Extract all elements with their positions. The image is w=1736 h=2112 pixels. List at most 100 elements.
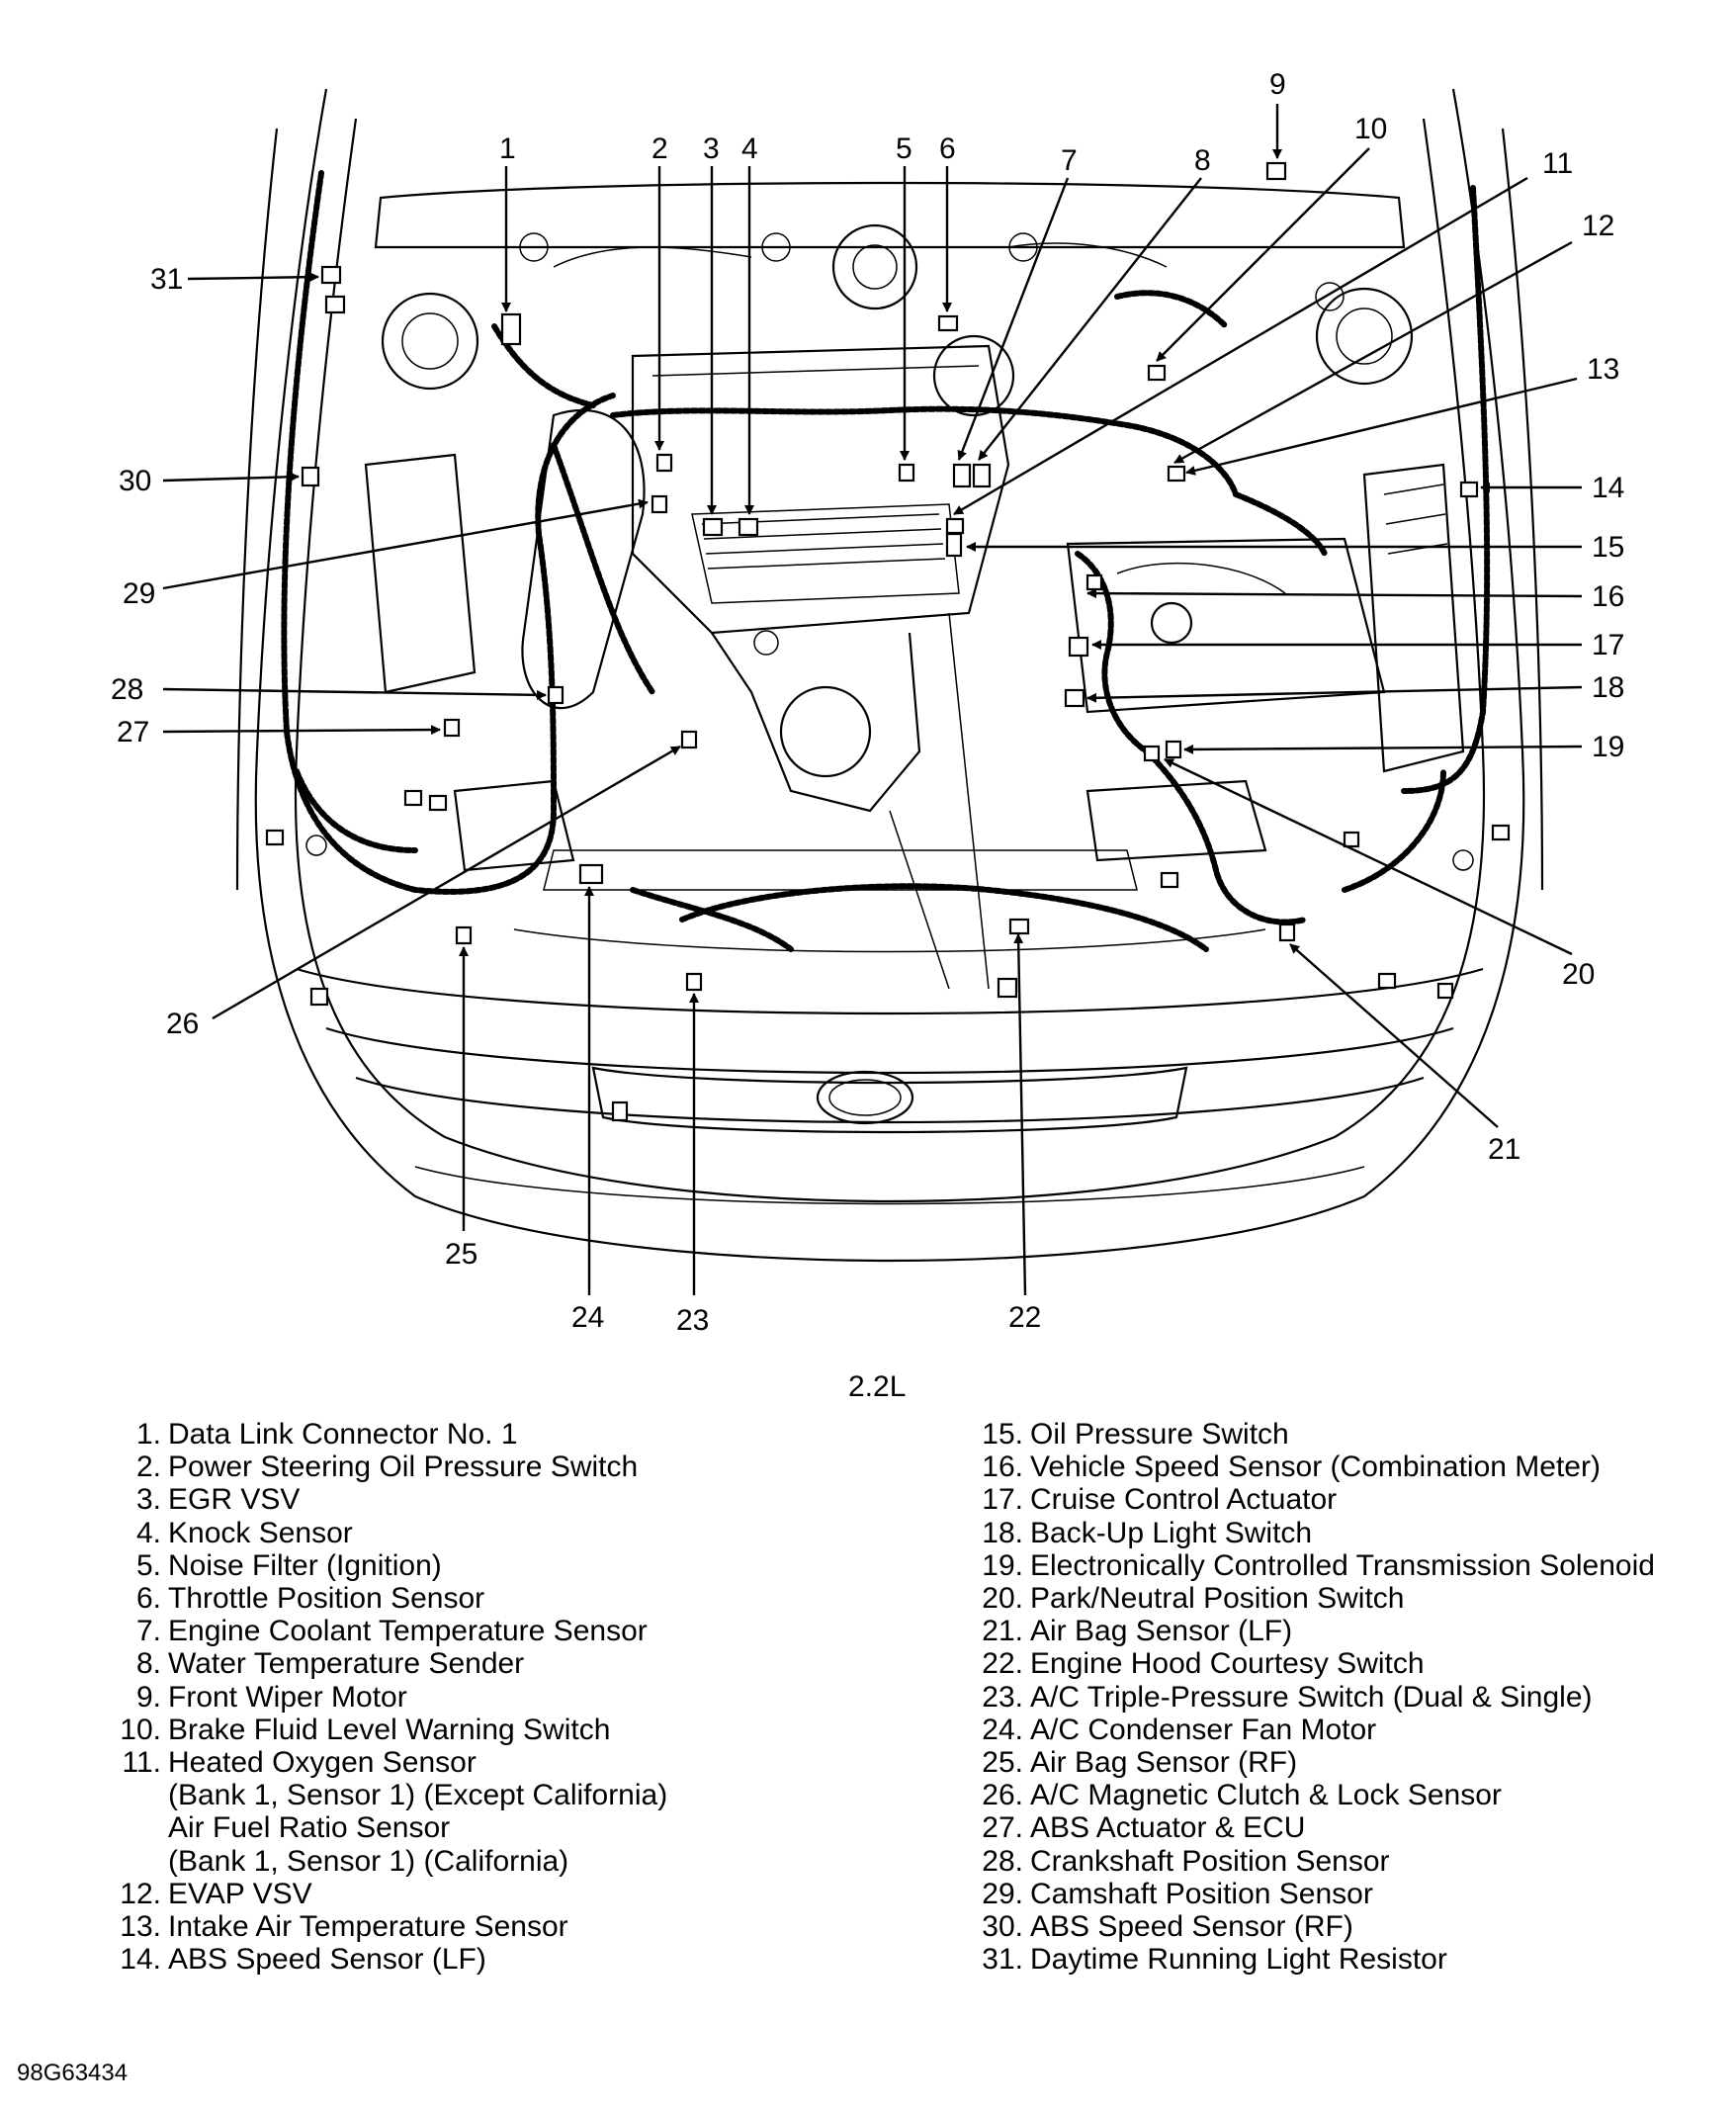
legend-item: 15.Oil Pressure Switch [870,1418,1730,1451]
callout-1: 1 [499,132,516,165]
legend-label: Park/Neutral Position Switch [1023,1582,1405,1615]
legend-label: Intake Air Temperature Sensor [161,1910,568,1943]
legend-number: 13. [120,1910,161,1944]
legend-item: 31.Daytime Running Light Resistor [870,1943,1730,1976]
legend-label: Camshaft Position Sensor [1023,1878,1373,1910]
legend-line: Water Temperature Sender [168,1647,525,1681]
legend-line: ABS Speed Sensor (RF) [1030,1910,1353,1944]
legend-label: Front Wiper Motor [161,1681,407,1714]
callout-13: 13 [1587,353,1619,386]
legend-line: ABS Actuator & ECU [1030,1811,1306,1845]
callout-29: 29 [123,577,155,610]
legend-line: (Bank 1, Sensor 1) (Except California) [168,1779,668,1812]
legend-number: 23. [982,1680,1023,1714]
callout-30: 30 [119,465,151,497]
legend-line: Cruise Control Actuator [1030,1483,1338,1517]
legend-line: Crankshaft Position Sensor [1030,1844,1390,1878]
legend-number: 12. [120,1877,161,1910]
callout-14: 14 [1592,472,1624,504]
legend-label: Engine Hood Courtesy Switch [1023,1647,1425,1680]
legend-item: 18.Back-Up Light Switch [870,1517,1730,1549]
legend-line: Knock Sensor [168,1516,353,1549]
callout-8: 8 [1194,144,1211,177]
legend-label: Throttle Position Sensor [161,1582,484,1615]
legend-line: Front Wiper Motor [168,1680,407,1714]
legend-label: Engine Coolant Temperature Sensor [161,1615,648,1647]
callout-21: 21 [1488,1133,1520,1166]
legend-number: 1. [135,1418,161,1451]
legend-line: Intake Air Temperature Sensor [168,1910,568,1944]
legend-label: Data Link Connector No. 1 [161,1418,518,1451]
legend-item: 8.Water Temperature Sender [0,1647,850,1680]
legend-line: Engine Coolant Temperature Sensor [168,1615,648,1648]
legend-label: Air Bag Sensor (RF) [1023,1746,1297,1779]
legend-label: Electronically Controlled Transmission S… [1023,1549,1655,1582]
legend-item: 24.A/C Condenser Fan Motor [870,1714,1730,1746]
vehicle-body-outline [235,88,1544,1263]
legend-item: 23.A/C Triple-Pressure Switch (Dual & Si… [870,1681,1730,1714]
legend-item: 12.EVAP VSV [0,1878,850,1910]
legend-label: A/C Magnetic Clutch & Lock Sensor [1023,1779,1502,1811]
callout-28: 28 [111,673,143,706]
legend-number: 31. [982,1943,1023,1977]
legend-line: Air Fuel Ratio Sensor [168,1811,451,1845]
legend-item: 5.Noise Filter (Ignition) [0,1549,850,1582]
callout-2: 2 [651,132,668,165]
legend-item: 20.Park/Neutral Position Switch [870,1582,1730,1615]
legend-line: Throttle Position Sensor [168,1582,485,1616]
legend-number: 5. [135,1548,161,1582]
legend-label: ABS Speed Sensor (LF) [161,1943,486,1976]
engine-compartment-diagram: 1 2 3 4 5 6 7 8 9 10 11 12 13 14 15 16 1… [111,68,1624,1337]
callout-6: 6 [939,132,956,165]
legend-label: Power Steering Oil Pressure Switch [161,1451,638,1483]
legend-label: Brake Fluid Level Warning Switch [161,1714,610,1746]
legend-item: 2.Power Steering Oil Pressure Switch [0,1451,850,1483]
legend-number: 16. [982,1451,1023,1484]
legend-item: 27.ABS Actuator & ECU [870,1811,1730,1844]
legend-number: 29. [982,1877,1023,1910]
legend-label: Air Bag Sensor (LF) [1023,1615,1292,1647]
legend-number: 18. [982,1516,1023,1549]
legend-label: A/C Triple-Pressure Switch (Dual & Singl… [1023,1681,1593,1714]
legend-label: Knock Sensor [161,1517,353,1549]
legend-line: Data Link Connector No. 1 [168,1418,518,1451]
legend-number: 25. [982,1746,1023,1780]
legend-label: Daytime Running Light Resistor [1023,1943,1447,1976]
callout-9: 9 [1269,68,1286,101]
legend-label: A/C Condenser Fan Motor [1023,1714,1376,1746]
legend-line: Daytime Running Light Resistor [1030,1943,1447,1977]
callout-4: 4 [741,132,758,165]
legend-number: 8. [135,1647,161,1681]
legend-label: ABS Speed Sensor (RF) [1023,1910,1353,1943]
legend-item: 14.ABS Speed Sensor (LF) [0,1943,850,1976]
callout-31: 31 [150,263,183,296]
legend-item: 16.Vehicle Speed Sensor (Combination Met… [870,1451,1730,1483]
engine-variant-label: 2.2L [848,1370,907,1403]
legend-item: 7.Engine Coolant Temperature Sensor [0,1615,850,1647]
legend-number: 14. [120,1943,161,1977]
legend-label: Back-Up Light Switch [1023,1517,1312,1549]
legend-line: ABS Speed Sensor (LF) [168,1943,486,1977]
legend-number: 4. [135,1516,161,1549]
figure-reference-code: 98G63434 [17,2060,129,2086]
legend-number: 3. [135,1483,161,1517]
legend-line: Engine Hood Courtesy Switch [1030,1647,1425,1681]
engine-block-drawing [305,223,1474,990]
legend-number: 7. [135,1615,161,1648]
legend-line: Air Bag Sensor (RF) [1030,1746,1298,1780]
legend-number: 17. [982,1483,1023,1517]
callout-10: 10 [1354,113,1387,145]
legend-label: ABS Actuator & ECU [1023,1811,1305,1844]
legend-item: 1.Data Link Connector No. 1 [0,1418,850,1451]
legend-line: EVAP VSV [168,1877,312,1910]
legend-item: 4.Knock Sensor [0,1517,850,1549]
legend-line: Oil Pressure Switch [1030,1418,1289,1451]
legend-line: A/C Magnetic Clutch & Lock Sensor [1030,1779,1502,1812]
legend-item: 29.Camshaft Position Sensor [870,1878,1730,1910]
legend-item: 3.EGR VSV [0,1483,850,1516]
legend-line: A/C Triple-Pressure Switch (Dual & Singl… [1030,1680,1593,1714]
legend-line: Camshaft Position Sensor [1030,1877,1373,1910]
callout-20: 20 [1562,958,1595,991]
callout-7: 7 [1061,144,1078,177]
legend-item: 26.A/C Magnetic Clutch & Lock Sensor [870,1779,1730,1811]
